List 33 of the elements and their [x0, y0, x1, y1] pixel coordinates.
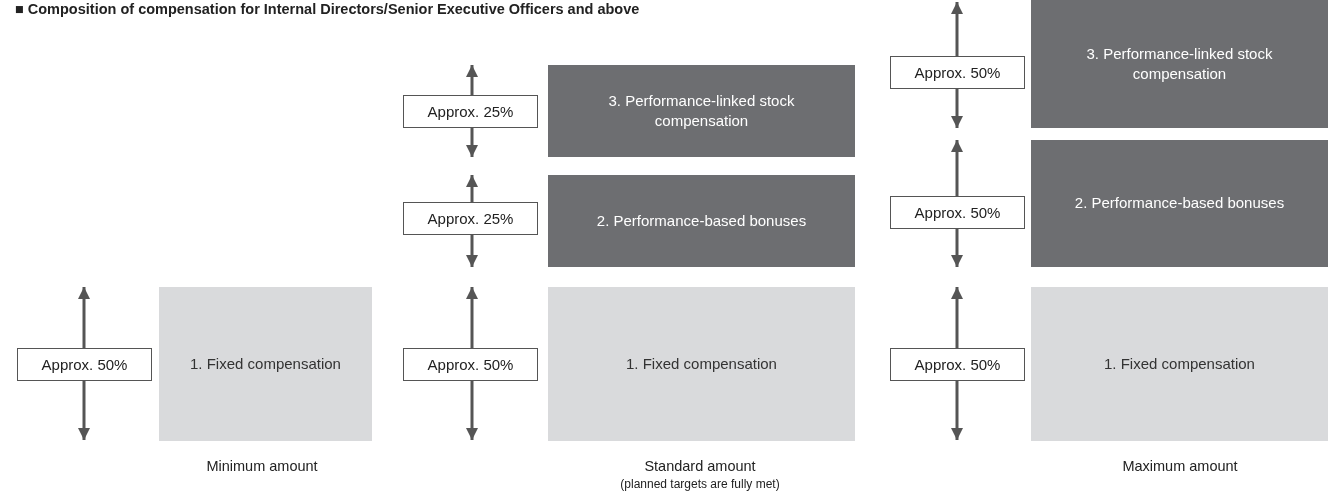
compensation-label: 1. Fixed compensation	[1104, 353, 1255, 374]
compensation-block	[159, 287, 372, 441]
compensation-block	[1031, 0, 1328, 128]
column-caption: Standard amount	[644, 458, 756, 474]
percentage-box	[403, 95, 538, 128]
percentage-box	[403, 348, 538, 381]
percentage-text: Approx. 50%	[427, 356, 514, 373]
percentage-text: Approx. 25%	[427, 103, 514, 120]
percentage-box	[890, 348, 1025, 381]
compensation-label: 3. Performance-linked stock compensation	[607, 90, 796, 131]
diagram-title: ■ Composition of compensation for Internal Directors/Senior Executive Officers and above	[15, 1, 640, 17]
percentage-box	[17, 348, 152, 381]
column-caption: (planned targets are fully met)	[620, 477, 780, 491]
percentage-box	[890, 196, 1025, 229]
percentage-text: Approx. 50%	[914, 356, 1001, 373]
compensation-label: 1. Fixed compensation	[190, 353, 341, 374]
percentage-text: Approx. 50%	[914, 204, 1001, 221]
compensation-label: 2. Performance-based bonuses	[596, 210, 807, 231]
compensation-block	[1031, 140, 1328, 267]
compensation-block	[548, 287, 855, 441]
compensation-block	[548, 65, 855, 157]
compensation-label: 2. Performance-based bonuses	[1074, 193, 1285, 214]
column-caption: Maximum amount	[1122, 458, 1238, 474]
compensation-block	[548, 175, 855, 267]
percentage-text: Approx. 50%	[41, 356, 128, 373]
column-caption: Minimum amount	[206, 458, 318, 474]
compensation-label: 3. Performance-linked stock compensation	[1085, 43, 1274, 84]
percentage-text: Approx. 25%	[427, 210, 514, 227]
percentage-text: Approx. 50%	[914, 64, 1001, 81]
compensation-block	[1031, 287, 1328, 441]
compensation-label: 1. Fixed compensation	[626, 353, 777, 374]
percentage-box	[890, 56, 1025, 89]
percentage-box	[403, 202, 538, 235]
